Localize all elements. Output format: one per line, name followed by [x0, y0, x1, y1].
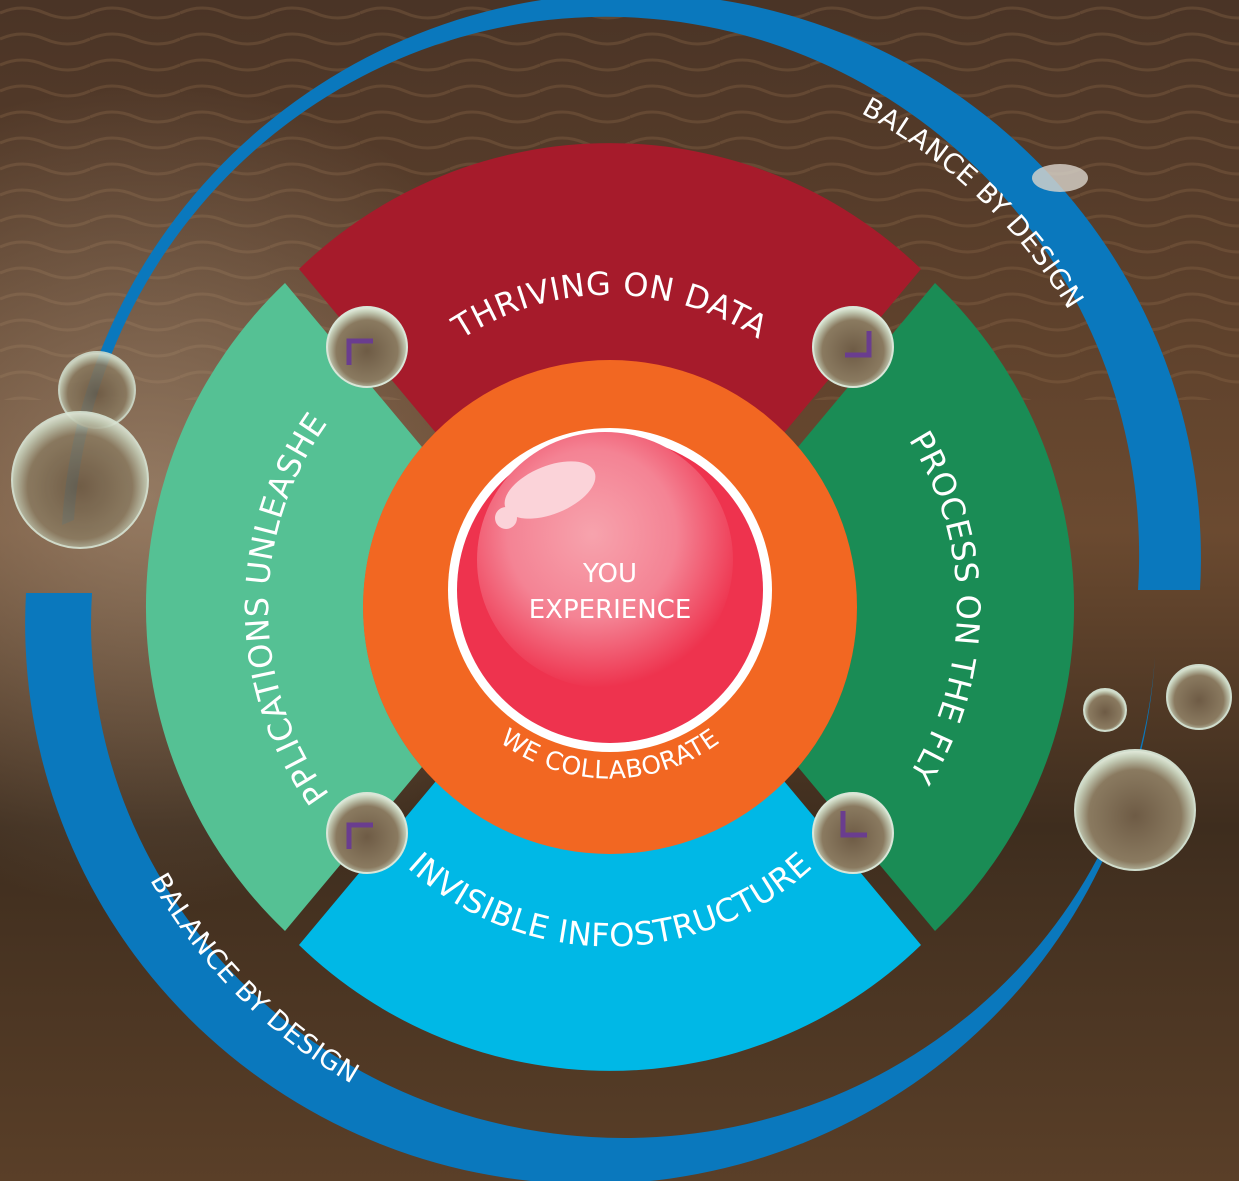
segment-invisible-infostructure — [299, 781, 921, 1071]
corner-mark-icon — [346, 338, 373, 365]
light-fleck — [1032, 164, 1088, 192]
core-line-you: YOU — [582, 559, 637, 589]
bubble-right-tiny — [1083, 688, 1127, 732]
core-line-experience: EXPERIENCE — [529, 595, 692, 625]
join-bubbles — [326, 306, 894, 874]
corner-mark-icon — [845, 331, 872, 358]
bubble-top-right — [812, 306, 894, 388]
segment-process-on-the-fly — [798, 283, 1075, 931]
core-highlight — [504, 461, 596, 519]
decorative-bubbles — [11, 164, 1232, 871]
segment-ring: THRIVING ON DATA PROCESS ON THE FLY INVI… — [0, 0, 1075, 1071]
bubble-bottom-left — [326, 792, 408, 874]
core-sphere: YOU EXPERIENCE — [448, 428, 772, 752]
bubble-right-small — [1166, 664, 1232, 730]
bubble-right-large — [1074, 749, 1196, 871]
corner-mark-icon — [840, 811, 867, 838]
corner-mark-icon — [346, 822, 373, 849]
bubble-bottom-right — [812, 792, 894, 874]
bubble-left-large — [11, 411, 149, 549]
segment-applications-unleashed — [145, 283, 422, 931]
bubble-top-left — [326, 306, 408, 388]
segment-thriving-on-data — [299, 143, 921, 433]
core-highlight-dot — [495, 507, 517, 529]
